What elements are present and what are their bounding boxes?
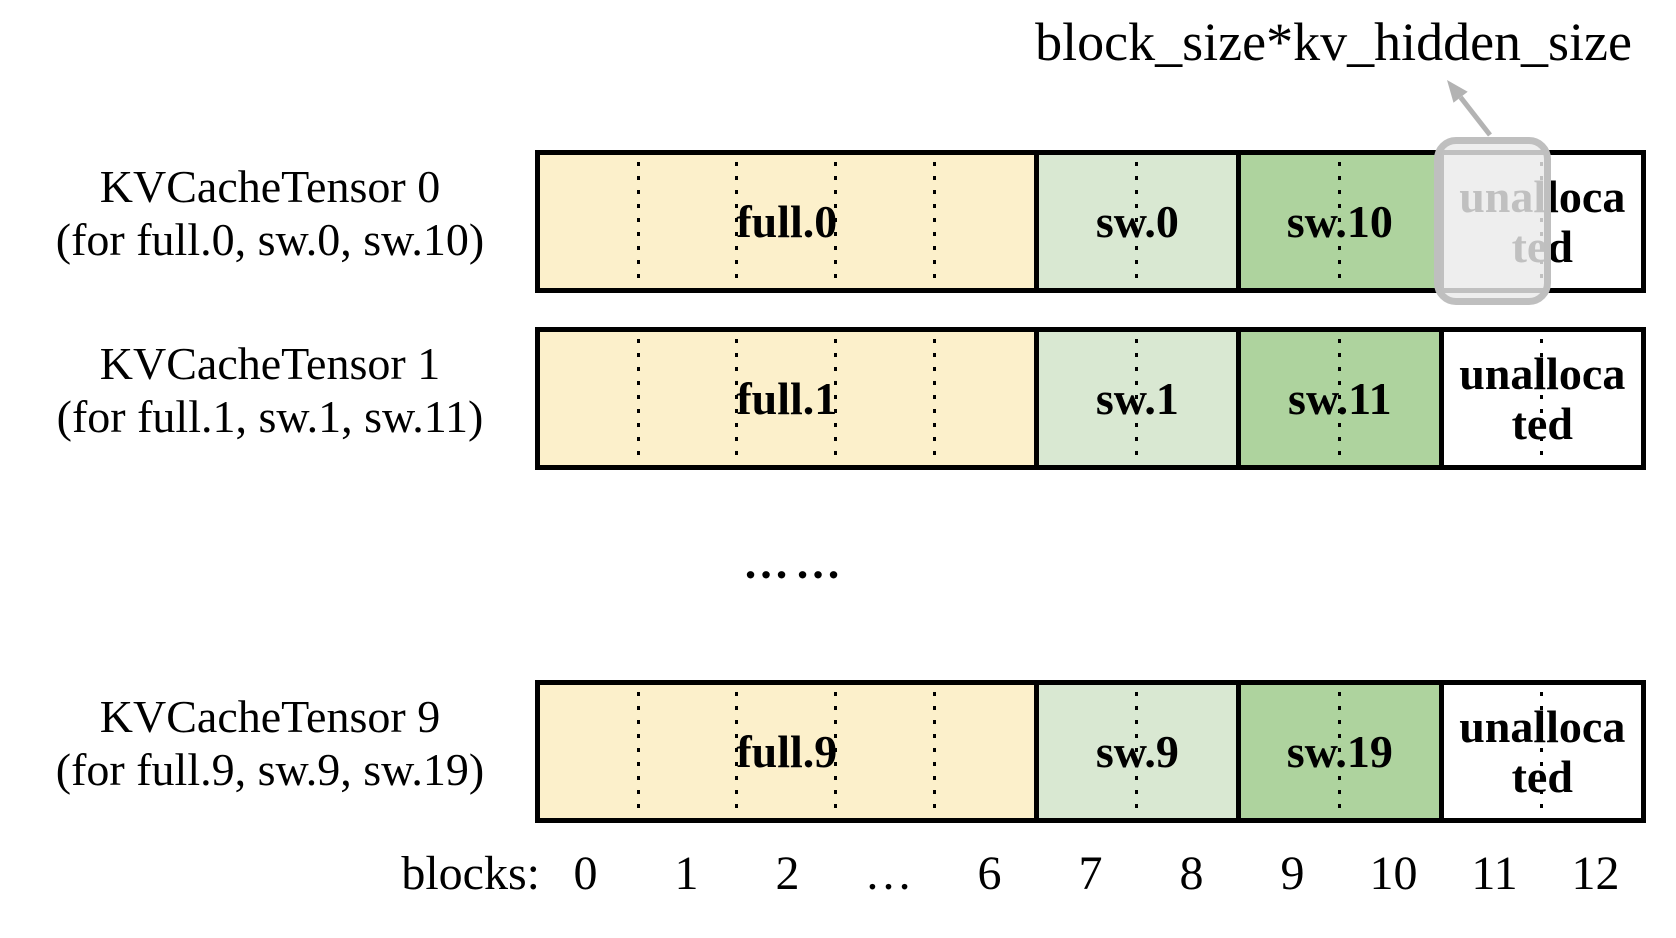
axis-tick-7: 7 [1078, 847, 1103, 900]
tensor-0-segment-sw-hi: sw.10 [1236, 155, 1439, 288]
axis-tick-10: 10 [1369, 847, 1418, 900]
tensor-0-subtitle: (for full.0, sw.0, sw.10) [55, 214, 485, 266]
tensor-9-title: KVCacheTensor 9 [99, 691, 441, 742]
tensor-1-segment-unallocated: unalloca ted [1438, 332, 1641, 465]
segment-label-sw-hi: sw.19 [1286, 725, 1393, 777]
tensor-1-label: KVCacheTensor 1 (for full.1, sw.1, sw.11… [25, 337, 515, 444]
segment-label-unallocated: unalloca ted [1459, 349, 1625, 448]
segment-label-unallocated: unalloca ted [1459, 702, 1625, 801]
dotted-divider [932, 339, 936, 458]
tensor-9-segment-sw: sw.9 [1033, 685, 1237, 818]
dotted-divider [1337, 162, 1341, 281]
dotted-divider [932, 692, 936, 811]
unallocated-line-1: unalloca [1459, 347, 1626, 399]
dotted-divider [1337, 692, 1341, 811]
axis-tick-2: 2 [775, 847, 800, 900]
tensor-1-segment-sw-hi: sw.11 [1236, 332, 1439, 465]
axis-tick-1: 1 [674, 847, 699, 900]
block-size-highlight-box [1434, 137, 1551, 305]
axis-tick-6: 6 [977, 847, 1002, 900]
axis-tick-9: 9 [1280, 847, 1305, 900]
segment-label-full: full.9 [736, 725, 838, 777]
dotted-divider [1337, 339, 1341, 458]
dotted-divider [1135, 162, 1139, 281]
dotted-divider [735, 692, 739, 811]
dotted-divider [834, 692, 838, 811]
dotted-divider [636, 692, 640, 811]
segment-label-full: full.1 [736, 372, 838, 424]
tensor-1-subtitle: (for full.1, sw.1, sw.11) [56, 391, 484, 443]
tensor-1-segment-sw: sw.1 [1033, 332, 1237, 465]
unallocated-line-2: ted [1511, 750, 1573, 802]
annotation-arrow-icon [1447, 80, 1492, 137]
dotted-divider [1540, 692, 1544, 811]
segment-label-sw: sw.1 [1095, 372, 1179, 424]
dotted-divider [1540, 339, 1544, 458]
dotted-divider [735, 162, 739, 281]
segment-label-sw-hi: sw.10 [1286, 195, 1393, 247]
dotted-divider [834, 339, 838, 458]
segment-label-sw: sw.0 [1095, 195, 1179, 247]
tensor-9-bar: full.9 sw.9 sw.19 unalloca ted [535, 680, 1646, 823]
dotted-divider [735, 339, 739, 458]
segment-label-sw: sw.9 [1095, 725, 1179, 777]
tensor-9-segment-unallocated: unalloca ted [1438, 685, 1641, 818]
dotted-divider [834, 162, 838, 281]
tensor-0-bar: full.0 sw.0 sw.10 unalloca ted [535, 150, 1646, 293]
annotation-block-size-label: block_size*kv_hidden_size [1035, 12, 1632, 72]
tensor-9-subtitle: (for full.9, sw.9, sw.19) [55, 744, 485, 796]
axis-tick-0: 0 [573, 847, 598, 900]
tensor-0-segment-full: full.0 [540, 155, 1034, 288]
blocks-axis: 0 1 2 … 6 7 8 9 10 11 12 [535, 846, 1646, 901]
tensor-0-title: KVCacheTensor 0 [99, 161, 441, 212]
tensor-1-bar: full.1 sw.1 sw.11 unalloca ted [535, 327, 1646, 470]
tensor-0-segment-sw: sw.0 [1033, 155, 1237, 288]
tensor-9-label: KVCacheTensor 9 (for full.9, sw.9, sw.19… [25, 690, 515, 797]
tensor-9-segment-sw-hi: sw.19 [1236, 685, 1439, 818]
blocks-axis-label: blocks: [401, 847, 540, 900]
dotted-divider [636, 162, 640, 281]
tensor-1-segment-full: full.1 [540, 332, 1034, 465]
tensor-0-label: KVCacheTensor 0 (for full.0, sw.0, sw.10… [25, 160, 515, 267]
segment-label-sw-hi: sw.11 [1288, 372, 1392, 424]
axis-tick-ellipsis: … [864, 847, 913, 900]
segment-label-full: full.0 [736, 195, 838, 247]
tensor-9-segment-full: full.9 [540, 685, 1034, 818]
axis-tick-8: 8 [1179, 847, 1204, 900]
axis-tick-11: 11 [1471, 847, 1518, 900]
dotted-divider [1135, 339, 1139, 458]
unallocated-line-1: unalloca [1459, 700, 1626, 752]
dotted-divider [932, 162, 936, 281]
dotted-divider [1135, 692, 1139, 811]
unallocated-line-2: ted [1511, 397, 1573, 449]
tensor-1-title: KVCacheTensor 1 [99, 338, 441, 389]
dotted-divider [636, 339, 640, 458]
axis-tick-12: 12 [1571, 847, 1620, 900]
rows-ellipsis: …… [743, 537, 847, 588]
